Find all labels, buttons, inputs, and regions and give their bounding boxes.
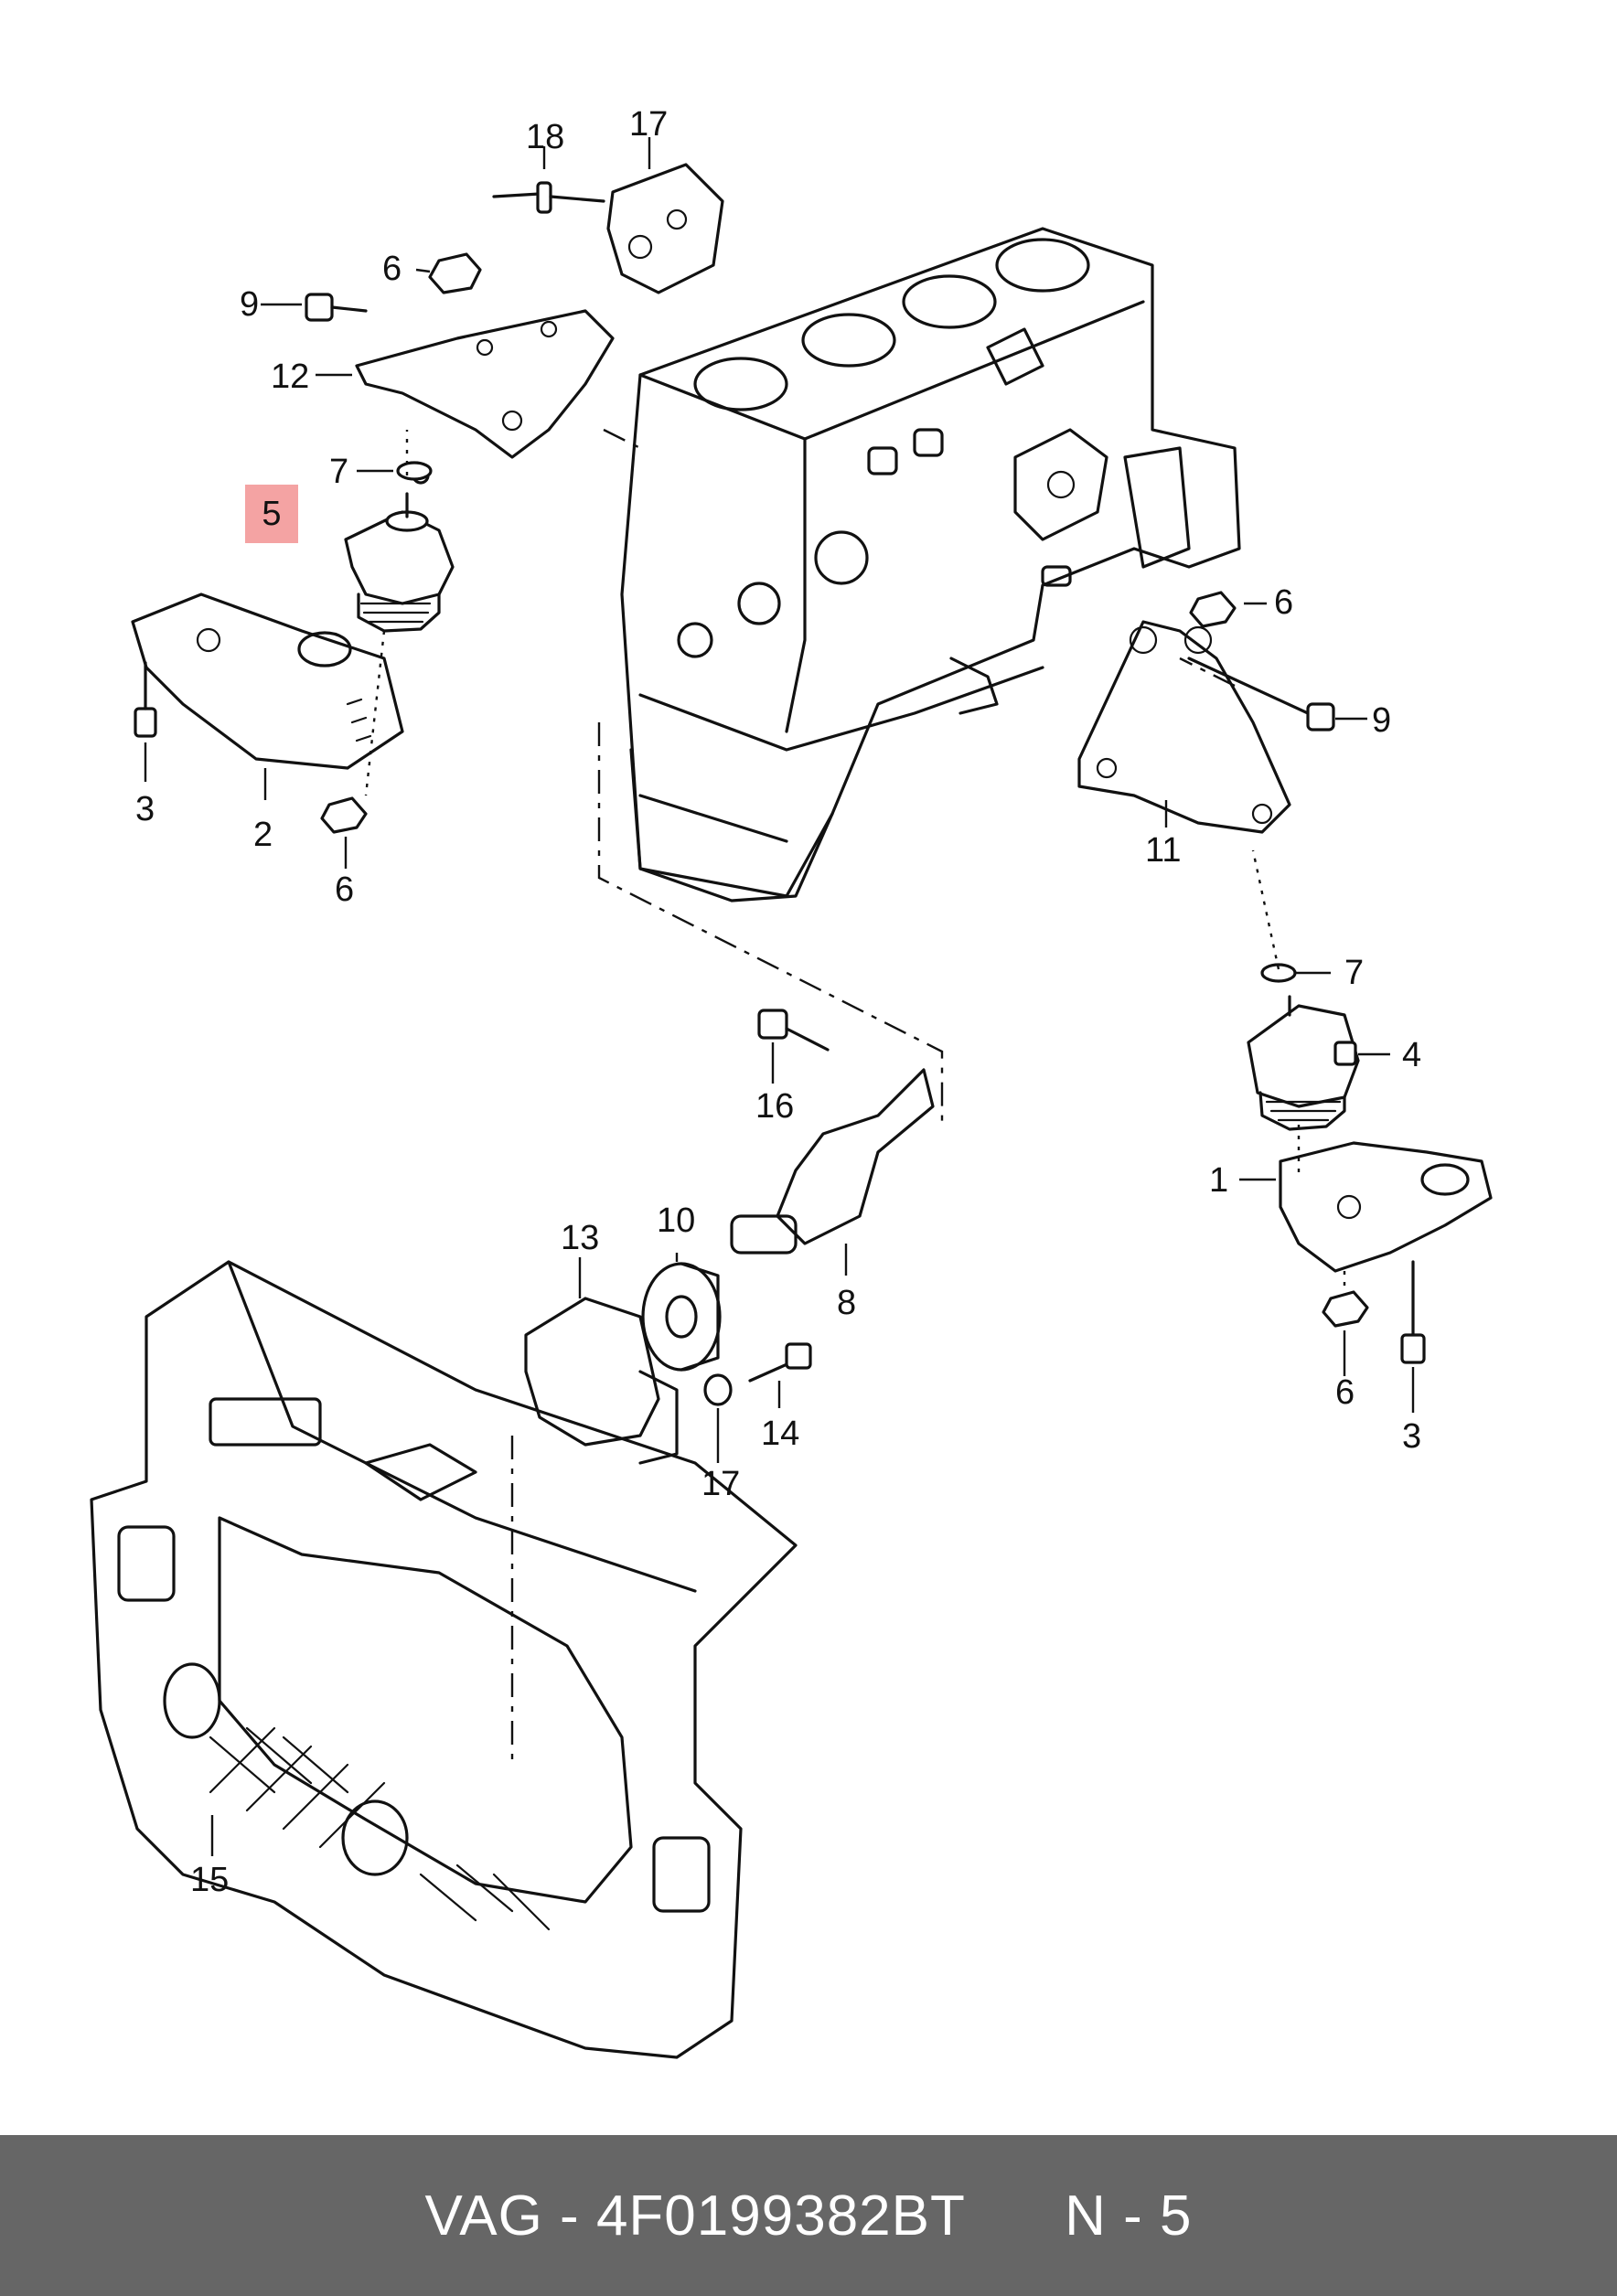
nut-6-left [320, 796, 368, 834]
callout-7-right: 7 [1344, 954, 1364, 992]
callout-6-right-top: 6 [1274, 583, 1293, 622]
callout-17-top: 17 [629, 105, 668, 144]
callout-6-right-low: 6 [1335, 1373, 1355, 1412]
callout-3-left: 3 [135, 790, 155, 828]
mount-13 [524, 1297, 679, 1465]
connector-mount4-top [1251, 849, 1280, 970]
bracket-2 [131, 593, 404, 770]
callout-3-right: 3 [1402, 1417, 1421, 1456]
connector-engine-to-torque [597, 722, 944, 1125]
callout-9-left: 9 [240, 285, 259, 324]
nut-6-top [428, 252, 482, 294]
engine-mount-5 [344, 466, 455, 633]
callout-4: 4 [1402, 1036, 1421, 1074]
engine-mount-4 [1247, 995, 1360, 1131]
connector-engine-to-bracket [603, 428, 641, 450]
bolt-9-right [1187, 657, 1335, 732]
callout-11: 11 [1145, 831, 1181, 870]
bracket-17-top [606, 163, 724, 294]
caption-part-number: 4F0199382BT [595, 2184, 965, 2248]
bushing-10 [641, 1262, 722, 1372]
callout-2: 2 [253, 816, 273, 854]
bracket-11 [1077, 620, 1291, 834]
callout-6-top: 6 [382, 250, 402, 288]
callout-16: 16 [755, 1087, 794, 1126]
front-carrier-15 [90, 1260, 798, 2059]
washer-17 [703, 1373, 733, 1406]
highlight-box [245, 485, 298, 543]
caption-bar: VAG - 4F0199382BT N - 5 [0, 2135, 1617, 2296]
bracket-1 [1279, 1141, 1493, 1273]
callout-8: 8 [837, 1284, 856, 1322]
bracket-8 [730, 1068, 935, 1255]
highlighted-callout-5: 5 [262, 495, 282, 533]
caption-text: VAG - 4F0199382BT N - 5 [424, 2184, 1192, 2248]
callout-12: 12 [271, 358, 309, 396]
leader-lines [144, 137, 1415, 1856]
callout-1: 1 [1209, 1161, 1228, 1200]
caption-position: N - 5 [1065, 2184, 1193, 2248]
caption-separator: - [542, 2184, 596, 2248]
connector-engine-to-right [1179, 657, 1236, 688]
callout-17-bottom: 17 [701, 1465, 740, 1503]
callout-10: 10 [657, 1201, 695, 1240]
callout-13: 13 [561, 1219, 599, 1257]
engine-block [620, 227, 1241, 902]
caption-brand: VAG [424, 2184, 543, 2248]
bolt-18 [492, 181, 605, 214]
bolt-3-right [1400, 1260, 1426, 1364]
bolt-14 [748, 1342, 812, 1383]
bolt-16 [757, 1009, 830, 1052]
callout-6-left: 6 [335, 870, 354, 909]
callout-15: 15 [190, 1861, 229, 1899]
callout-14: 14 [761, 1415, 799, 1453]
bolt-9-left [305, 293, 368, 322]
nut-6-right-top [1189, 591, 1237, 628]
callout-18: 18 [526, 118, 564, 156]
caption-gap [965, 2184, 1065, 2248]
callout-7-left: 7 [329, 453, 348, 491]
washer-7-left [396, 461, 433, 481]
bracket-12 [355, 309, 615, 459]
exploded-parts-diagram: 18 17 9 6 12 7 3 2 6 6 9 11 7 4 1 6 3 16… [90, 105, 1493, 2059]
nut-6-right-low [1322, 1290, 1369, 1328]
bolt-3-left [134, 661, 157, 738]
callout-9-right: 9 [1372, 701, 1391, 740]
